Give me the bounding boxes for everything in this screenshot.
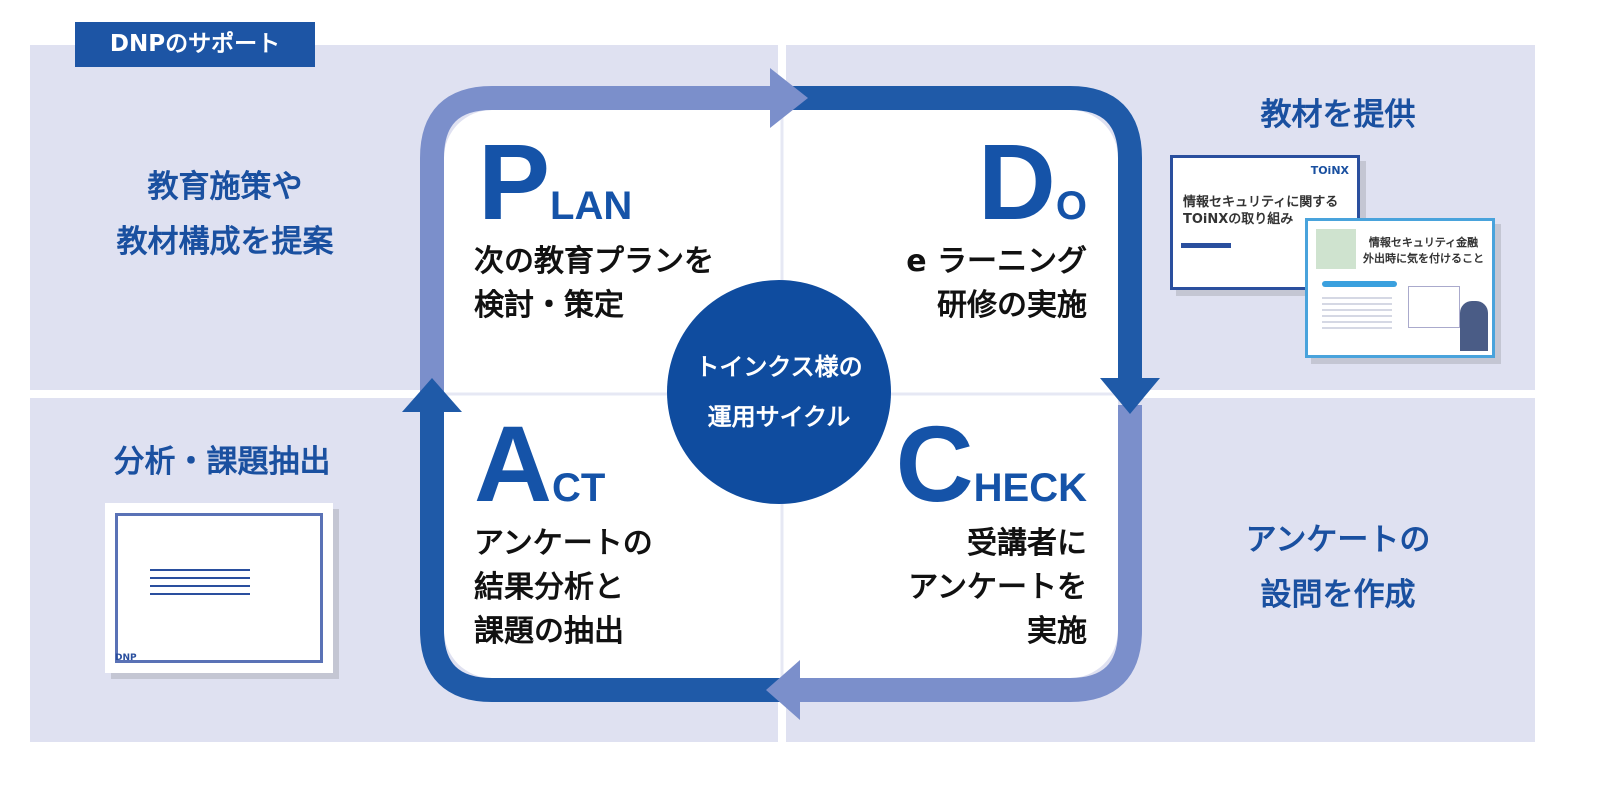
arrow-check-to-act <box>420 410 785 702</box>
desc-line: アンケートを <box>908 570 1087 605</box>
label-provide-materials: 教材を提供 <box>1260 97 1416 133</box>
arrowhead-down <box>1100 378 1160 414</box>
material-thumbnail-2: 情報セキュリティ金融 外出時に気を付けること <box>1305 218 1495 358</box>
plan-cap: P <box>478 121 551 242</box>
plan-rest: LAN <box>550 184 633 228</box>
toinx-logo: TOiNX <box>1310 164 1349 177</box>
arrow-do-to-check <box>798 405 1142 702</box>
thumb-bar <box>1181 243 1231 248</box>
label-survey: アンケートの 設問を作成 <box>1178 513 1498 623</box>
arrowhead-up <box>402 378 462 412</box>
arrowhead-left <box>766 660 800 720</box>
thumb-speech-bubble <box>1408 286 1460 328</box>
check-rest: HECK <box>973 466 1087 510</box>
check-description: 受講者に アンケートを 実施 <box>908 522 1087 654</box>
desc-line: 次の教育プランを <box>474 244 714 279</box>
label-propose: 教育施策や 教材構成を提案 <box>65 160 385 270</box>
desc-line: 結果分析と <box>474 570 624 605</box>
character-illustration <box>1460 301 1488 351</box>
report-thumbnail: DNP <box>105 503 333 673</box>
act-rest: CT <box>552 466 606 510</box>
do-description: e ラーニング 研修の実施 <box>906 240 1087 328</box>
thumb-title: 情報セキュリティに関する <box>1183 195 1339 210</box>
arrowhead-right <box>770 68 808 128</box>
desc-line: 研修の実施 <box>937 288 1087 323</box>
desc-line: 受講者に <box>967 526 1087 561</box>
center-line: トインクス様の <box>695 353 863 381</box>
thumb-list <box>1322 293 1392 333</box>
label-line: 設問を作成 <box>1260 577 1416 613</box>
desc-line: 実施 <box>1027 614 1087 649</box>
label-line: 教材構成を提案 <box>116 224 334 260</box>
desc-line: 検討・策定 <box>474 288 624 323</box>
label-line: 教育施策や <box>147 169 303 205</box>
do-heading: DO <box>978 128 1087 236</box>
label-line: アンケートの <box>1245 522 1431 558</box>
arrow-act-to-plan <box>420 86 778 400</box>
report-title-lines <box>150 563 250 597</box>
report-frame <box>115 513 323 663</box>
plan-description: 次の教育プランを 検討・策定 <box>474 240 714 328</box>
act-cap: A <box>474 403 552 524</box>
do-cap: D <box>977 121 1056 242</box>
desc-line: アンケートの <box>474 526 653 561</box>
desc-line: e ラーニング <box>906 244 1087 279</box>
label-analysis: 分析・課題抽出 <box>113 444 331 480</box>
center-line: 運用サイクル <box>707 403 851 431</box>
thumb-title: TOiNXの取り組み <box>1183 212 1294 227</box>
thumb-title: 外出時に気を付けること <box>1363 252 1484 265</box>
act-heading: ACT <box>474 410 605 518</box>
thumb-bar <box>1322 281 1397 287</box>
act-description: アンケートの 結果分析と 課題の抽出 <box>474 522 653 654</box>
cycle-center-circle: トインクス様の 運用サイクル <box>667 280 891 504</box>
check-heading: CHECK <box>896 410 1087 518</box>
do-rest: O <box>1055 184 1087 228</box>
desc-line: 課題の抽出 <box>474 614 624 649</box>
check-cap: C <box>895 403 974 524</box>
thumb-illustration <box>1316 229 1356 269</box>
plan-heading: PLAN <box>478 128 632 236</box>
dnp-support-badge: DNPのサポート <box>75 22 315 67</box>
dnp-logo: DNP <box>115 653 137 663</box>
arrow-plan-to-do <box>790 86 1142 385</box>
thumb-title: 情報セキュリティ金融 <box>1368 236 1479 249</box>
